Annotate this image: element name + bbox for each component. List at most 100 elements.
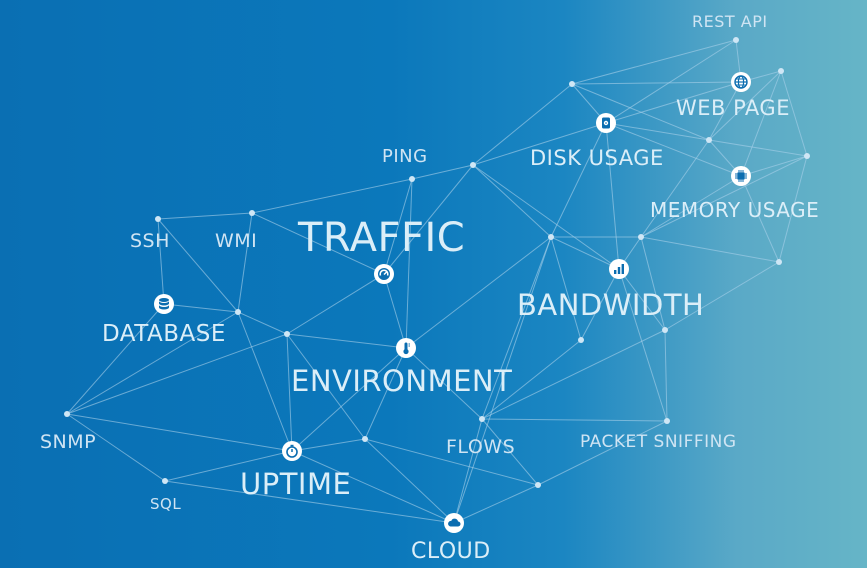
network-link: [66, 333, 288, 415]
network-link: [740, 175, 780, 263]
network-link: [251, 178, 413, 214]
network-node: [578, 337, 584, 343]
network-link: [453, 236, 552, 524]
bar-chart-icon: [609, 259, 629, 279]
network-link: [780, 70, 808, 157]
label-environment: ENVIRONMENT: [291, 364, 513, 398]
network-link: [537, 420, 668, 486]
network-node: [778, 68, 784, 74]
gauge-icon: [374, 264, 394, 284]
network-link: [640, 155, 808, 238]
network-link: [364, 438, 455, 524]
network-link: [291, 347, 407, 452]
network-link: [472, 164, 620, 270]
network-link: [286, 333, 407, 349]
network-link: [286, 333, 293, 452]
thermometer-icon: [396, 338, 416, 358]
network-link: [481, 418, 539, 486]
network-node: [235, 309, 241, 315]
network-node: [284, 331, 290, 337]
label-web-page: WEB PAGE: [676, 96, 790, 120]
label-packet-sniffing: PACKET SNIFFING: [580, 432, 737, 452]
network-link: [237, 311, 288, 335]
network-link: [286, 273, 385, 335]
network-link: [472, 83, 573, 166]
network-link: [664, 329, 668, 422]
network-link: [708, 139, 808, 157]
label-disk-usage: DISK USAGE: [530, 146, 664, 170]
network-link: [571, 81, 742, 85]
network-link: [618, 268, 666, 331]
network-link: [291, 450, 455, 524]
network-node: [706, 137, 712, 143]
label-memory-usage: MEMORY USAGE: [650, 198, 820, 222]
network-link: [66, 413, 293, 452]
label-sql: SQL: [150, 495, 182, 513]
label-database: DATABASE: [102, 321, 226, 347]
network-link: [740, 155, 808, 177]
label-uptime: UPTIME: [240, 467, 352, 501]
network-link: [164, 450, 293, 482]
network-node: [409, 176, 415, 182]
network-link: [472, 164, 552, 238]
network-node: [535, 482, 541, 488]
network-link: [708, 81, 742, 141]
network-link: [605, 122, 620, 270]
label-flows: FLOWS: [446, 436, 516, 458]
label-traffic: TRAFFIC: [298, 215, 466, 261]
network-link: [66, 311, 239, 415]
network-link: [740, 70, 782, 177]
network-link: [364, 438, 539, 486]
network-link: [550, 236, 582, 341]
network-link: [605, 39, 737, 124]
network-link: [550, 236, 620, 270]
network-link: [405, 236, 552, 349]
network-link: [383, 273, 407, 349]
network-link: [664, 261, 780, 331]
network-link: [411, 164, 474, 180]
network-link: [383, 164, 474, 275]
network-node: [470, 162, 476, 168]
network-node: [569, 81, 575, 87]
network-link: [605, 81, 742, 124]
network-link: [640, 236, 780, 263]
network-node: [64, 411, 70, 417]
network-node: [362, 436, 368, 442]
network-link: [286, 333, 366, 440]
disk-icon: [596, 113, 616, 133]
network-link: [237, 311, 293, 452]
network-link: [481, 339, 582, 420]
network-node: [638, 234, 644, 240]
label-ping: PING: [382, 146, 428, 167]
network-node: [249, 210, 255, 216]
network-link: [550, 122, 607, 238]
database-icon: [154, 294, 174, 314]
stopwatch-icon: [282, 441, 302, 461]
network-link: [405, 347, 483, 420]
network-node: [162, 478, 168, 484]
network-link: [405, 178, 413, 349]
network-link: [640, 175, 742, 238]
label-rest-api: REST API: [692, 12, 768, 31]
network-node: [479, 416, 485, 422]
network-link: [164, 480, 455, 524]
network-link: [453, 418, 483, 524]
network-link: [157, 212, 253, 220]
network-link: [453, 484, 539, 524]
network-link: [472, 122, 607, 166]
network-link: [708, 70, 782, 141]
label-snmp: SNMP: [40, 431, 97, 453]
network-link: [157, 218, 165, 305]
network-link: [605, 122, 710, 141]
network-link: [163, 303, 239, 313]
network-link: [364, 347, 407, 440]
network-link: [157, 218, 239, 313]
network-link: [383, 178, 413, 275]
network-node: [733, 37, 739, 43]
network-node: [662, 327, 668, 333]
network-node: [776, 259, 782, 265]
label-ssh: SSH: [130, 230, 170, 252]
network-node: [664, 418, 670, 424]
network-node: [804, 153, 810, 159]
network-link: [605, 122, 742, 177]
